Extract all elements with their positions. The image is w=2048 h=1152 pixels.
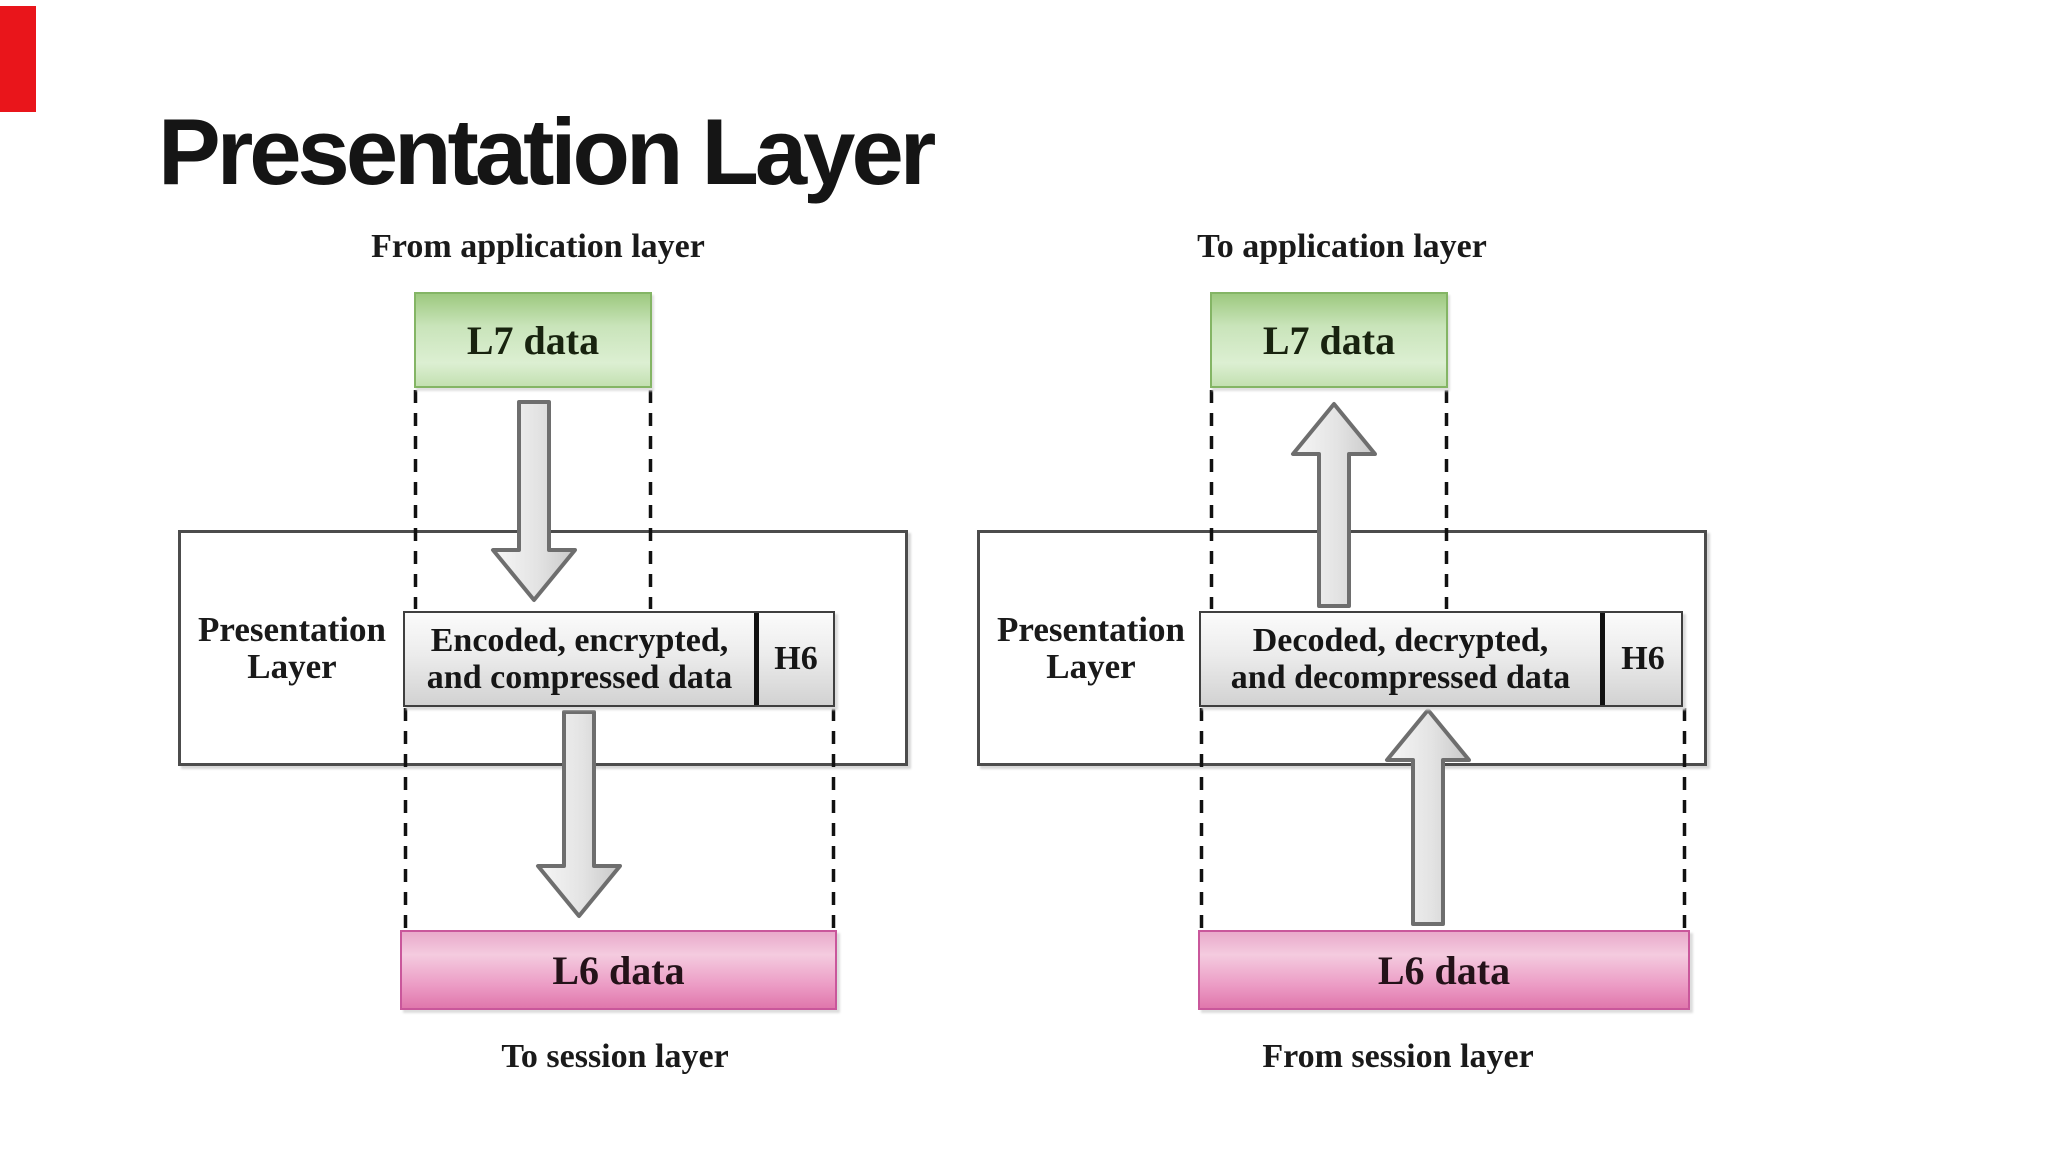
- h6-header-box: H6: [1621, 640, 1665, 677]
- presentation-layer-label-line2: Layer: [247, 647, 337, 686]
- up-arrow-icon: [1291, 402, 1377, 608]
- decoded-data-text: Decoded, decrypted, and decompressed dat…: [1201, 613, 1600, 705]
- decoded-data-box: Decoded, decrypted, and decompressed dat…: [1199, 611, 1683, 707]
- l7-data-box: L7 data: [1210, 292, 1448, 388]
- presentation-layer-label-line1: Presentation: [997, 610, 1185, 649]
- presentation-layer-label-line2: Layer: [1046, 647, 1136, 686]
- l6-data-box: L6 data: [1198, 930, 1690, 1010]
- header-divider: [754, 613, 759, 705]
- encoded-data-line2: and compressed data: [426, 659, 733, 696]
- from-session-layer-label: From session layer: [1262, 1038, 1534, 1075]
- to-session-layer-label: To session layer: [501, 1038, 729, 1075]
- decoded-data-line2: and decompressed data: [1230, 659, 1571, 696]
- l6-data-box: L6 data: [400, 930, 837, 1010]
- encoded-data-text: Encoded, encrypted, and compressed data: [405, 613, 754, 705]
- header-divider: [1600, 613, 1605, 705]
- encoded-data-line1: Encoded, encrypted,: [430, 622, 729, 659]
- down-arrow-icon: [536, 710, 622, 918]
- down-arrow-icon: [491, 400, 577, 602]
- encoded-data-box: Encoded, encrypted, and compressed data …: [403, 611, 835, 707]
- l7-data-box: L7 data: [414, 292, 652, 388]
- presentation-layer-label: Presentation Layer: [980, 611, 1202, 685]
- decoded-data-line1: Decoded, decrypted,: [1252, 622, 1549, 659]
- from-application-layer-label: From application layer: [371, 228, 705, 265]
- up-arrow-icon: [1385, 708, 1471, 926]
- page-title: Presentation Layer: [158, 99, 936, 204]
- red-marker-bar: [0, 6, 36, 112]
- to-application-layer-label: To application layer: [1197, 228, 1487, 265]
- presentation-layer-label-line1: Presentation: [198, 610, 386, 649]
- presentation-layer-label: Presentation Layer: [181, 611, 403, 685]
- h6-header-box: H6: [774, 640, 818, 677]
